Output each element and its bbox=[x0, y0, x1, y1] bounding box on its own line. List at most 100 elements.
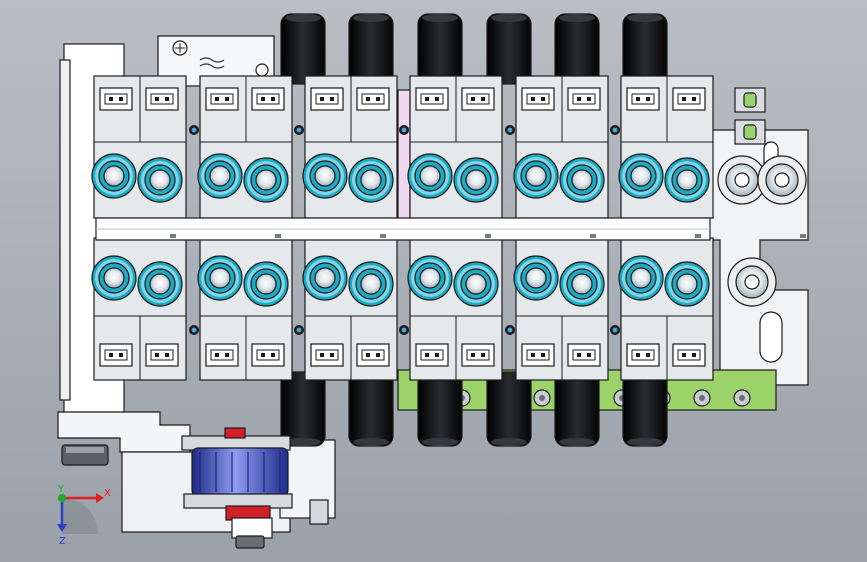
coil-connector-pin bbox=[119, 353, 123, 357]
side-screw-head bbox=[296, 327, 302, 333]
coil-connector-pin bbox=[435, 353, 439, 357]
right-port-bore bbox=[734, 172, 750, 188]
motor-shaft bbox=[235, 535, 265, 549]
coil-connector-pin bbox=[471, 97, 475, 101]
coil-connector-pin bbox=[376, 353, 380, 357]
coil-connector-pin bbox=[481, 97, 485, 101]
coil-connector-pin bbox=[271, 97, 275, 101]
solenoid-coil-bottom bbox=[622, 371, 668, 447]
top-cover-marking bbox=[199, 57, 225, 69]
coil-connector-socket bbox=[104, 93, 128, 105]
coil-connector-pin bbox=[366, 97, 370, 101]
rail-slot bbox=[695, 234, 701, 238]
push-fitting-bore bbox=[149, 169, 171, 191]
coil-connector-socket bbox=[315, 349, 339, 361]
solenoid-coil-bottom bbox=[486, 371, 532, 447]
push-fitting-bore bbox=[103, 267, 125, 289]
side-screw-head bbox=[191, 127, 197, 133]
push-fitting-bore bbox=[360, 169, 382, 191]
push-fitting-bore bbox=[525, 165, 547, 187]
coil-cap-top bbox=[627, 14, 663, 22]
push-fitting-bore bbox=[255, 273, 277, 295]
triad-y-label: Y bbox=[57, 484, 65, 495]
coil-connector-pin bbox=[636, 97, 640, 101]
coil-connector-pin bbox=[271, 353, 275, 357]
push-fitting-bore bbox=[360, 273, 382, 295]
push-fitting-bore bbox=[149, 273, 171, 295]
coil-connector-pin bbox=[531, 97, 535, 101]
coil-connector-pin bbox=[481, 353, 485, 357]
coil-connector-socket bbox=[256, 93, 280, 105]
coil-connector-socket bbox=[361, 93, 385, 105]
coil-connector-socket bbox=[466, 349, 490, 361]
side-screw-head bbox=[612, 327, 618, 333]
side-screw-head bbox=[612, 127, 618, 133]
push-fitting-bore bbox=[314, 165, 336, 187]
coil-connector-pin bbox=[541, 353, 545, 357]
push-fitting-bore bbox=[103, 165, 125, 187]
coil-connector-socket bbox=[466, 93, 490, 105]
coil-connector-pin bbox=[366, 353, 370, 357]
coil-connector-pin bbox=[577, 353, 581, 357]
solenoid-coil-bottom bbox=[554, 371, 600, 447]
coil-connector-pin bbox=[225, 353, 229, 357]
side-screw-head bbox=[296, 127, 302, 133]
solenoid-coil-top bbox=[622, 13, 668, 85]
coil-cap-top bbox=[422, 14, 458, 22]
coil-connector-pin bbox=[165, 97, 169, 101]
base-screw-center bbox=[539, 395, 545, 401]
coil-connector-pin bbox=[320, 353, 324, 357]
triad-y-axis bbox=[58, 494, 66, 502]
coil-cap-bottom bbox=[559, 438, 595, 446]
rail-slot bbox=[485, 234, 491, 238]
side-screw-head bbox=[507, 327, 513, 333]
coil-connector-pin bbox=[471, 353, 475, 357]
pulley-red-tab-top bbox=[224, 427, 246, 439]
coil-connector-pin bbox=[692, 97, 696, 101]
coil-connector-socket bbox=[210, 349, 234, 361]
push-fitting-bore bbox=[209, 267, 231, 289]
push-fitting-bore bbox=[209, 165, 231, 187]
coil-connector-pin bbox=[155, 97, 159, 101]
coil-cap-top bbox=[559, 14, 595, 22]
triad-shadow bbox=[62, 498, 98, 534]
coil-connector-pin bbox=[692, 353, 696, 357]
side-screw-head bbox=[401, 127, 407, 133]
coil-connector-pin bbox=[165, 353, 169, 357]
rail-slot bbox=[800, 234, 806, 238]
coil-connector-socket bbox=[572, 93, 596, 105]
coil-cap-bottom bbox=[422, 438, 458, 446]
coil-connector-pin bbox=[261, 353, 265, 357]
triad-z-arrow bbox=[57, 524, 67, 532]
solenoid-coil-top bbox=[417, 13, 463, 85]
coil-connector-pin bbox=[646, 97, 650, 101]
coil-cap-bottom bbox=[491, 438, 527, 446]
triad-x-arrow bbox=[96, 493, 104, 503]
solenoid-coil-top bbox=[486, 13, 532, 85]
solenoid-coil-bottom bbox=[280, 371, 326, 447]
coil-connector-pin bbox=[155, 353, 159, 357]
side-screw-head bbox=[507, 127, 513, 133]
base-screw-center bbox=[699, 395, 705, 401]
push-fitting-bore bbox=[630, 267, 652, 289]
coil-connector-socket bbox=[361, 349, 385, 361]
left-frame-edge bbox=[59, 59, 71, 401]
coil-connector-pin bbox=[435, 97, 439, 101]
coil-connector-socket bbox=[210, 93, 234, 105]
coil-connector-pin bbox=[682, 97, 686, 101]
coil-connector-pin bbox=[636, 353, 640, 357]
coil-connector-socket bbox=[526, 93, 550, 105]
top-cover-hole bbox=[255, 63, 269, 77]
push-fitting-bore bbox=[465, 273, 487, 295]
coil-connector-socket bbox=[572, 349, 596, 361]
solenoid-coil-top bbox=[554, 13, 600, 85]
coil-connector-socket bbox=[315, 93, 339, 105]
coil-cap-bottom bbox=[627, 438, 663, 446]
push-fitting-bore bbox=[571, 169, 593, 191]
coil-connector-pin bbox=[261, 97, 265, 101]
coil-cap-top bbox=[353, 14, 389, 22]
coil-connector-pin bbox=[541, 97, 545, 101]
side-screw-head bbox=[401, 327, 407, 333]
